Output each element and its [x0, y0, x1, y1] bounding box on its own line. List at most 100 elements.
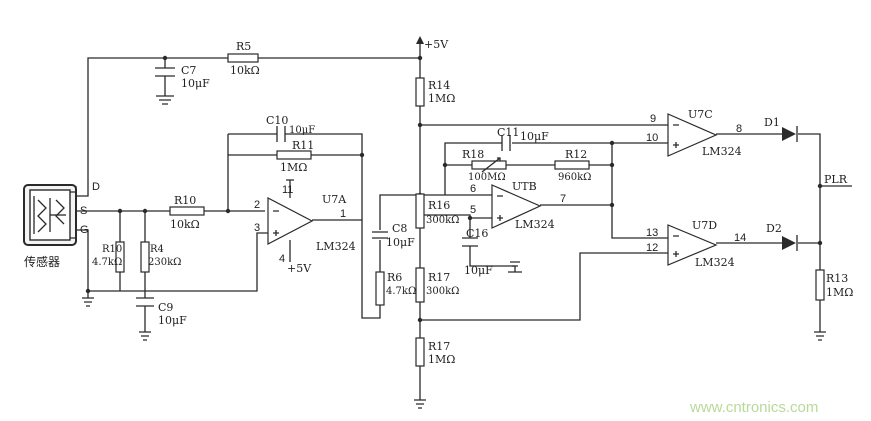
label-d2: D2 — [766, 222, 782, 235]
label-r16-value: 300kΩ — [426, 215, 459, 226]
pin-1: 1 — [340, 208, 346, 220]
pin-8: 8 — [736, 123, 742, 135]
capacitor-c9 — [136, 297, 154, 307]
watermark: www.cntronics.com — [689, 399, 818, 416]
resistor-r1 — [115, 241, 125, 273]
diodes — [782, 126, 798, 251]
capacitor-c10 — [276, 126, 286, 142]
resistor-r16 — [415, 193, 425, 229]
label-u7d-type: LM324 — [695, 256, 735, 269]
pin-numbers: 2 3 1 4 11 6 5 7 9 10 8 13 12 14 — [254, 113, 746, 265]
label-u7b-type: LM324 — [515, 218, 555, 231]
labels: R5 10kΩ C7 10μF +5V R14 1MΩ C10 10μF R11… — [24, 38, 853, 416]
label-r13-value: 1MΩ — [826, 286, 853, 299]
capacitor-c7 — [155, 67, 175, 77]
label-r5-value: 10kΩ — [230, 64, 260, 77]
resistor-r6 — [375, 271, 385, 306]
label-r10-value: 10kΩ — [170, 218, 200, 231]
pin-14: 14 — [734, 232, 746, 244]
label-pin-s: S — [80, 205, 87, 217]
label-pin-g: G — [80, 224, 89, 236]
opamp-u7a — [267, 197, 314, 245]
pin-5: 5 — [470, 204, 476, 216]
diode-d2 — [782, 236, 796, 250]
label-r11: R11 — [292, 139, 314, 152]
label-vcc: +5V — [424, 38, 449, 51]
resistor-r5 — [227, 53, 259, 63]
pin-9: 9 — [650, 113, 656, 125]
label-r11-value: 1MΩ — [280, 161, 307, 174]
label-u7a: U7A — [322, 193, 347, 206]
sensor-icon — [23, 184, 89, 246]
pin-3: 3 — [254, 222, 260, 234]
label-c11-value: 10μF — [520, 130, 549, 143]
label-r13: R13 — [826, 272, 848, 285]
resistor-r10 — [169, 206, 205, 216]
opamp-u7c — [667, 113, 718, 157]
label-r6: R6 — [387, 271, 402, 284]
resistor-r12 — [554, 160, 590, 170]
label-c8: C8 — [392, 222, 407, 235]
opamp-u7b — [491, 184, 542, 229]
pin-12: 12 — [646, 242, 658, 254]
pin-10: 10 — [646, 132, 658, 144]
label-u7a-vcc: +5V — [287, 262, 312, 275]
label-r18-value: 100MΩ — [468, 172, 506, 183]
label-c9-value: 10μF — [158, 314, 187, 327]
junctions — [85, 55, 823, 323]
pin-13: 13 — [646, 227, 658, 239]
resistor-r17b — [415, 337, 425, 367]
capacitors — [136, 67, 511, 314]
capacitor-c11 — [501, 135, 511, 151]
label-r12-value: 960kΩ — [558, 172, 591, 183]
label-r5: R5 — [236, 40, 251, 53]
label-u7b: UTB — [512, 180, 537, 193]
label-pin-d: D — [92, 181, 100, 193]
label-c7: C7 — [181, 64, 196, 77]
capacitor-c16 — [462, 237, 478, 247]
label-r1: R10 — [102, 244, 122, 255]
opamp-u7d — [667, 224, 718, 266]
label-r4: R4 — [150, 244, 164, 255]
label-c10: C10 — [266, 114, 288, 127]
label-r14: R14 — [428, 79, 450, 92]
label-u7c-type: LM324 — [702, 145, 742, 158]
label-c11: C11 — [497, 126, 519, 139]
label-c7-value: 10μF — [181, 77, 210, 90]
pin-6: 6 — [470, 183, 476, 195]
vcc-arrow-icon — [416, 36, 424, 44]
pin-7: 7 — [560, 193, 566, 205]
pin-2: 2 — [254, 199, 260, 211]
resistors — [115, 53, 825, 367]
label-c8-value: 10μF — [386, 236, 415, 249]
resistor-r11 — [276, 150, 312, 160]
label-r17b: R17 — [428, 340, 450, 353]
diode-d1 — [782, 127, 796, 141]
label-r17a: R17 — [428, 271, 450, 284]
resistor-r18 — [471, 160, 507, 170]
label-u7a-type: LM324 — [316, 240, 356, 253]
label-r1-value: 4.7kΩ — [92, 257, 122, 268]
label-r18: R18 — [462, 148, 484, 161]
label-u7d: U7D — [692, 219, 717, 232]
resistor-r4 — [140, 241, 150, 273]
resistor-r17a — [415, 267, 425, 303]
label-c9: C9 — [158, 301, 173, 314]
label-u7c: U7C — [688, 108, 713, 121]
pin-4: 4 — [279, 253, 285, 265]
label-r17a-value: 300kΩ — [426, 286, 459, 297]
label-r16: R16 — [428, 199, 450, 212]
label-c10-value: 10μF — [289, 125, 315, 136]
label-c16-value: 10μF — [464, 264, 493, 277]
capacitor-c8 — [372, 231, 388, 239]
label-r10: R10 — [174, 194, 196, 207]
opamps — [267, 113, 718, 266]
label-sensor: 传感器 — [24, 254, 60, 269]
resistor-r13 — [815, 269, 825, 301]
label-c16: C16 — [466, 227, 488, 240]
label-r6-value: 4.7kΩ — [386, 286, 416, 297]
pin-11: 11 — [282, 184, 293, 196]
label-r12: R12 — [565, 148, 587, 161]
label-r17b-value: 1MΩ — [428, 353, 455, 366]
